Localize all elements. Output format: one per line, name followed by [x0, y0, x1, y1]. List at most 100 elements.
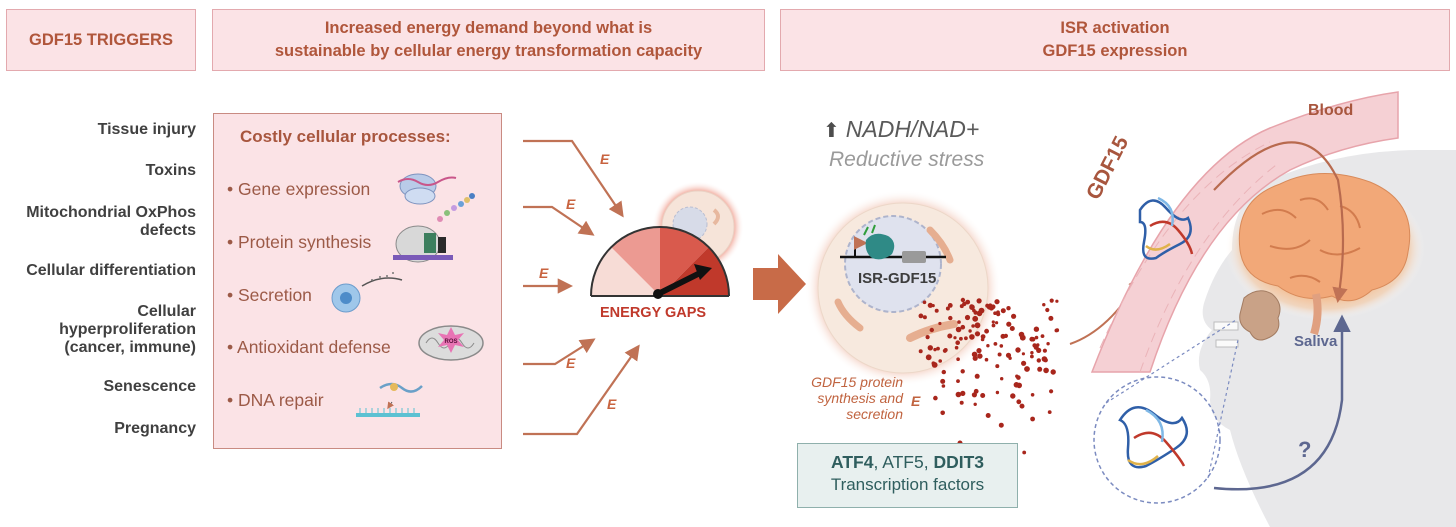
- secreted-dot: [974, 322, 981, 329]
- secreted-dot: [960, 297, 966, 303]
- secreted-dot: [955, 326, 962, 333]
- secreted-dot: [997, 352, 1002, 357]
- process-dna-repair: • DNA repair: [227, 390, 324, 410]
- secreted-dot: [974, 331, 981, 337]
- secreted-dot: [960, 390, 966, 396]
- secreted-dot: [1034, 335, 1039, 340]
- secreted-dot: [984, 328, 989, 334]
- energy-arrow-2: [523, 205, 595, 236]
- ros-label: ROS: [444, 339, 457, 345]
- energy-label-3: E: [539, 265, 549, 281]
- secreted-dot: [955, 391, 962, 398]
- secreted-dot: [1015, 374, 1019, 378]
- secreted-dot: [988, 303, 993, 308]
- secreted-dot: [972, 315, 979, 322]
- costly-processes-box: [213, 113, 502, 449]
- protein-synthesis-icon: [393, 193, 475, 263]
- secreted-dot: [1011, 313, 1017, 319]
- secreted-dot: [972, 308, 976, 313]
- transcription-factors-box: ATF4, ATF5, DDIT3 Transcription factors: [797, 443, 1018, 508]
- energy-label-4: E: [566, 355, 576, 371]
- secreted-dot: [933, 347, 937, 352]
- secreted-dot: [996, 312, 1001, 317]
- saliva-zoom: [1093, 319, 1239, 504]
- secreted-dot: [1021, 360, 1027, 366]
- trigger-senescence: Senescence: [103, 378, 196, 395]
- energy-label-1: E: [600, 151, 610, 167]
- secreted-dot: [1030, 354, 1034, 359]
- secreted-dot: [1036, 347, 1042, 353]
- dna-repair-icon: [356, 382, 423, 417]
- secreted-dot: [972, 355, 978, 361]
- blood-brain-arrow: [1213, 141, 1348, 304]
- secreted-dot: [1042, 303, 1046, 307]
- secreted-dot: [986, 344, 990, 348]
- secreted-dot: [1000, 308, 1006, 314]
- secreted-dot: [1000, 333, 1006, 339]
- secreted-dot: [938, 321, 942, 326]
- secreted-dot: [1006, 306, 1011, 311]
- secreted-dot: [938, 359, 942, 363]
- secreted-dot: [1055, 299, 1059, 303]
- secreted-dot: [1050, 369, 1056, 375]
- process-antioxidant-defense: • Antioxidant defense: [227, 337, 391, 357]
- secreted-dot: [995, 321, 999, 325]
- secreted-dot: [993, 342, 998, 346]
- secreted-dot: [959, 400, 964, 405]
- energy-arrow-1: [523, 139, 624, 218]
- secretion-energy-label: E: [911, 393, 921, 409]
- secreted-dot: [934, 308, 939, 313]
- secretion-cell-icon: [331, 272, 403, 313]
- secreted-dot: [965, 299, 971, 305]
- secreted-dot: [1024, 366, 1030, 372]
- trigger-pregnancy: Pregnancy: [114, 420, 196, 437]
- secreted-dot: [991, 320, 995, 324]
- isr-gdf15-label: ISR-GDF15: [858, 270, 937, 287]
- secreted-dot: [1043, 357, 1048, 363]
- nadh-ratio-label: ⬆NADH/NAD+: [823, 116, 979, 143]
- secreted-dot: [1016, 399, 1022, 405]
- mouth-icon: [1213, 321, 1239, 348]
- secreted-dot: [999, 344, 1004, 348]
- secreted-dot: [956, 379, 960, 383]
- secreted-dot: [922, 300, 927, 305]
- secreted-dot: [936, 346, 940, 351]
- secreted-dot: [925, 354, 932, 361]
- secreted-dot: [1040, 334, 1045, 338]
- secreted-dot: [1033, 326, 1040, 332]
- secreted-dot: [980, 334, 986, 339]
- secreted-dot: [980, 337, 985, 342]
- secreted-dot: [954, 345, 959, 350]
- secreted-dot: [933, 395, 938, 401]
- nadh-text: NADH/NAD+: [845, 116, 980, 142]
- secreted-dot: [991, 323, 996, 328]
- header-demand-line2: sustainable by cellular energy transform…: [274, 42, 703, 60]
- secreted-dot: [1047, 410, 1052, 414]
- energy-label-2: E: [566, 196, 576, 212]
- question-mark: ?: [1298, 437, 1312, 462]
- secreted-dot: [1019, 403, 1025, 409]
- secreted-dot: [1042, 348, 1047, 353]
- secreted-dot: [1045, 307, 1050, 313]
- trigger-toxins: Toxins: [145, 162, 196, 179]
- header-triggers-text: GDF15 TRIGGERS: [29, 30, 173, 49]
- secreted-dot: [941, 384, 946, 388]
- secreted-dot: [957, 320, 961, 324]
- secreted-dot: [980, 393, 986, 398]
- secreted-dot: [995, 390, 1000, 395]
- brain-icon: [1225, 173, 1425, 336]
- header-isr-line1: ISR activation: [1060, 19, 1170, 37]
- secreted-dot: [1021, 352, 1025, 356]
- secreted-dot: [940, 378, 946, 384]
- secreted-dot: [1037, 366, 1043, 372]
- secreted-dot: [927, 345, 933, 351]
- secreted-dot: [1049, 298, 1054, 303]
- gdf15-protein-vessel-icon: [1138, 196, 1194, 260]
- header-triggers: GDF15 TRIGGERS: [6, 9, 196, 71]
- secreted-dot: [976, 298, 982, 304]
- secreted-dot: [1030, 416, 1035, 422]
- secreted-dot: [960, 324, 966, 330]
- secreted-dot: [953, 336, 957, 340]
